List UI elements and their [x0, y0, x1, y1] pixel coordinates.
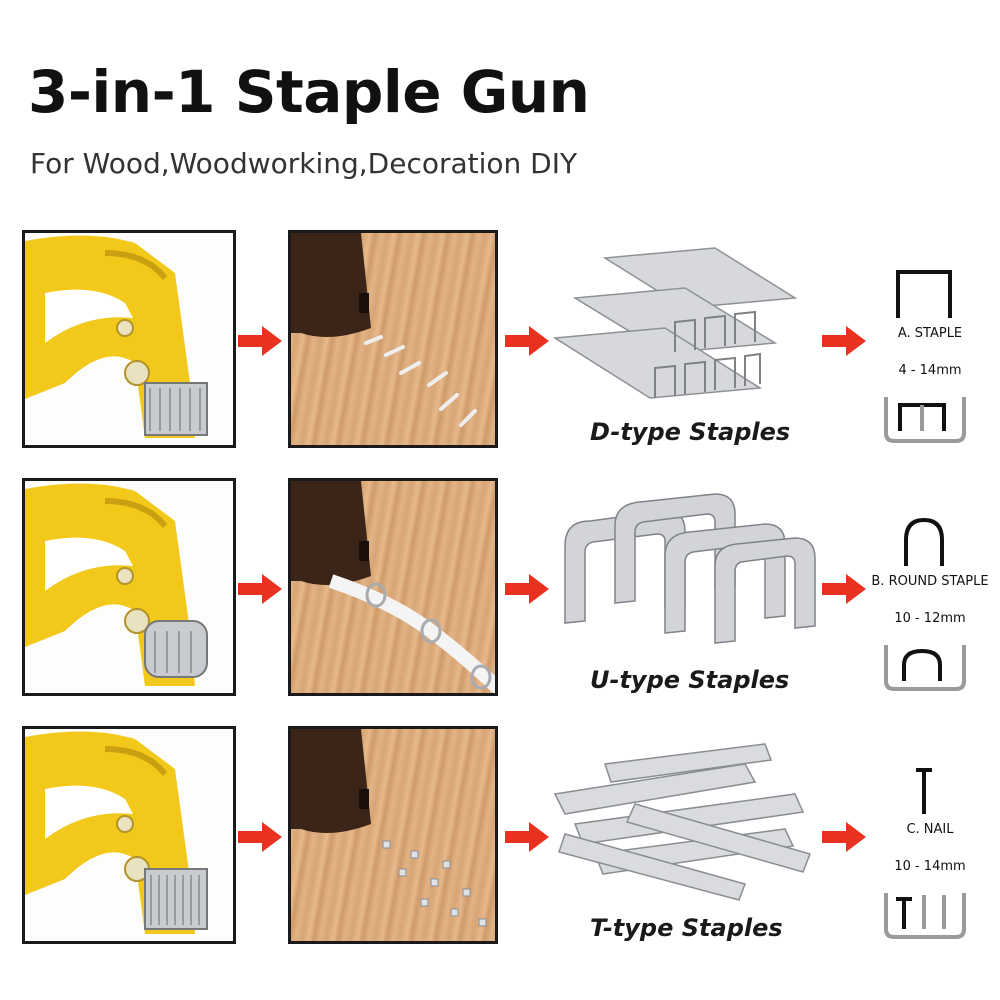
- staple-spec: C. NAIL 10 - 14mm: [860, 726, 1000, 951]
- round-staple-icon: [904, 517, 944, 566]
- staples-type-label: D-type Staples: [590, 418, 791, 446]
- wood-staples-photo: [288, 478, 498, 696]
- arrow-right-icon: [822, 574, 866, 604]
- arrow-right-icon: [505, 574, 549, 604]
- page-title: 3-in-1 Staple Gun: [28, 58, 590, 126]
- staple-gun-illustration: [25, 483, 208, 686]
- loaded-staple-icon: [884, 397, 966, 443]
- square-staple-icon: [896, 270, 952, 318]
- wood-nails-photo: [288, 726, 498, 944]
- loaded-staple-icon: [884, 645, 966, 691]
- staple-size: 10 - 14mm: [894, 859, 966, 874]
- arrow-right-icon: [505, 326, 549, 356]
- staple-gun-loading-photo: [22, 726, 236, 944]
- staples-type-label: U-type Staples: [590, 666, 790, 694]
- loaded-staple-icon: [884, 893, 966, 939]
- arrow-right-icon: [822, 822, 866, 852]
- nail-icon: [916, 768, 932, 814]
- staple-gun-loading-photo: [22, 230, 236, 448]
- page-subtitle: For Wood,Woodworking,Decoration DIY: [30, 147, 578, 180]
- staple-name: A. STAPLE: [897, 326, 963, 341]
- staples-in-wood-illustration: [291, 233, 477, 427]
- staple-gun-loading-photo: [22, 478, 236, 696]
- staple-type-row-d: D-type Staples A. STAPLE 4 - 14mm: [0, 230, 1000, 455]
- staple-size: 10 - 12mm: [894, 611, 966, 626]
- d-type-staples-image: [552, 247, 798, 399]
- staples-type-label: T-type Staples: [590, 914, 783, 942]
- staple-type-row-t: T-type Staples C. NAIL 10 - 14mm: [0, 726, 1000, 951]
- nails-in-wood-illustration: [291, 729, 487, 927]
- staple-name: B. ROUND STAPLE: [871, 574, 989, 589]
- staple-size: 4 - 14mm: [898, 363, 962, 378]
- wood-staples-photo: [288, 230, 498, 448]
- cable-staples-illustration: [291, 481, 495, 693]
- t-type-nails-image: [553, 743, 811, 901]
- staple-spec: A. STAPLE 4 - 14mm: [860, 230, 1000, 455]
- staple-name: C. NAIL: [906, 822, 954, 837]
- staple-spec: B. ROUND STAPLE 10 - 12mm: [860, 478, 1000, 703]
- arrow-right-icon: [505, 822, 549, 852]
- staple-gun-illustration: [25, 235, 208, 438]
- staple-type-row-u: U-type Staples B. ROUND STAPLE 10 - 12mm: [0, 478, 1000, 703]
- arrow-right-icon: [822, 326, 866, 356]
- staple-gun-illustration: [25, 731, 208, 934]
- arrow-right-icon: [238, 822, 282, 852]
- arrow-right-icon: [238, 326, 282, 356]
- u-type-staples-image: [564, 493, 816, 644]
- arrow-right-icon: [238, 574, 282, 604]
